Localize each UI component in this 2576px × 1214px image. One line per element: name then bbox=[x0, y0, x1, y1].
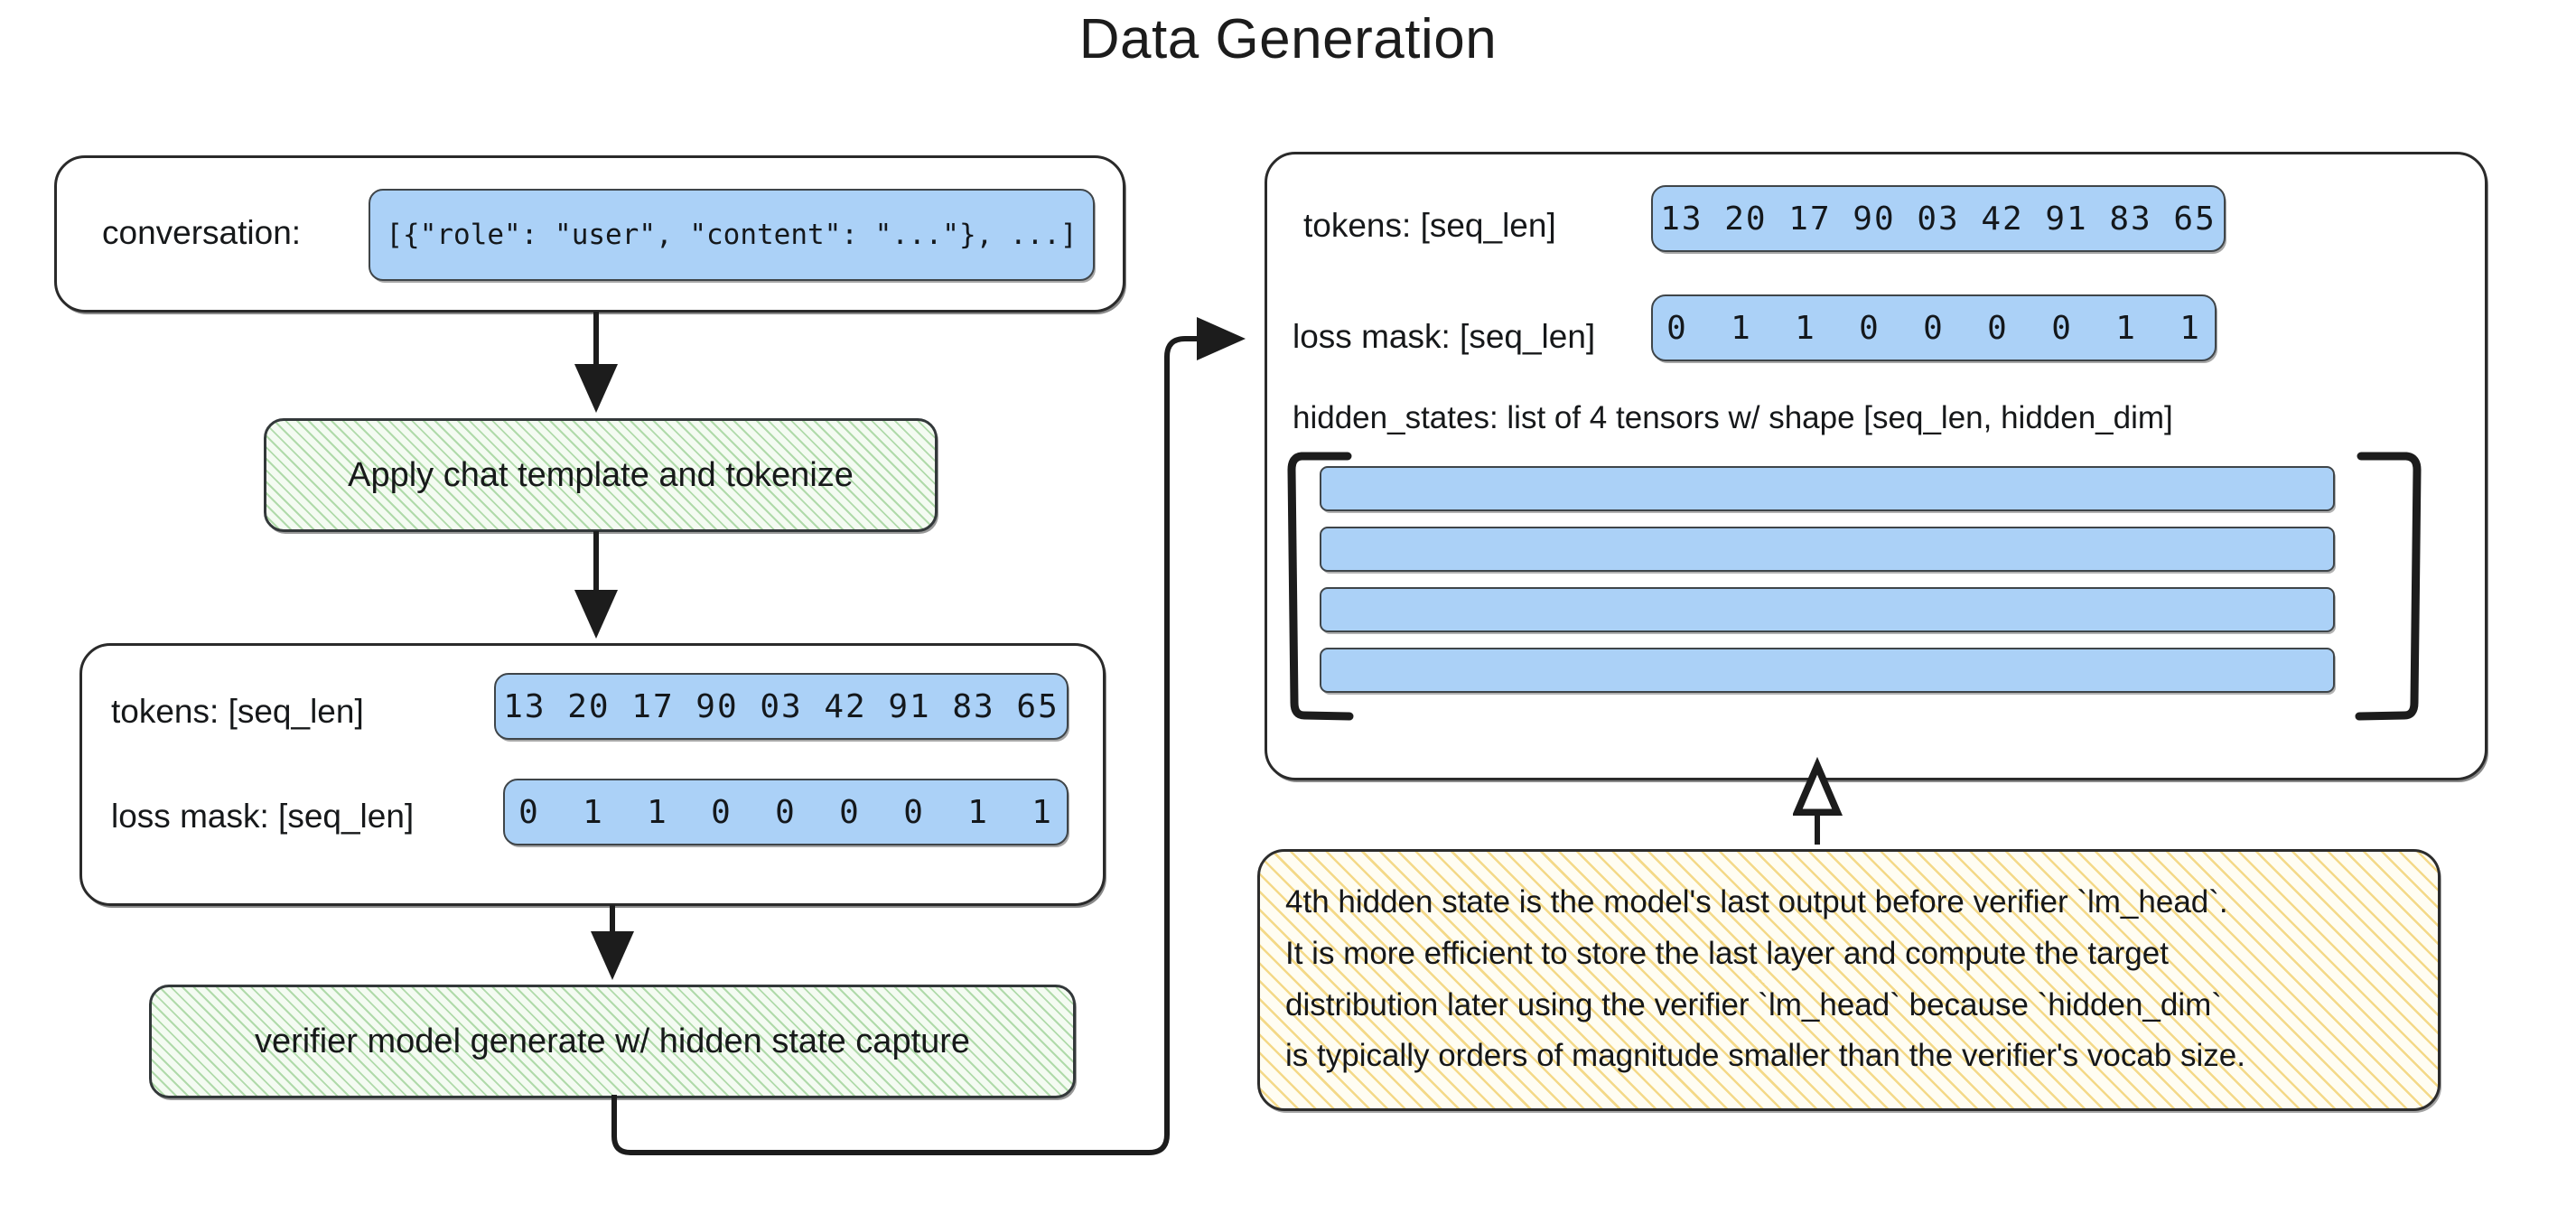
loss-mask-value-chip: 0 1 1 0 0 0 0 1 1 bbox=[503, 779, 1069, 845]
conversation-panel: conversation: [{"role": "user", "content… bbox=[54, 155, 1125, 313]
note-line-1: 4th hidden state is the model's last out… bbox=[1285, 884, 2228, 920]
output-loss-mask-value-chip: 0 1 1 0 0 0 0 1 1 bbox=[1651, 294, 2217, 361]
tokens-label: tokens: [seq_len] bbox=[111, 693, 364, 730]
hidden-state-tensor-bar-1 bbox=[1320, 466, 2335, 511]
conversation-value-chip: [{"role": "user", "content": "..."}, ...… bbox=[369, 189, 1095, 281]
output-record-panel: tokens: [seq_len] 13 20 17 90 03 42 91 8… bbox=[1265, 152, 2487, 780]
output-loss-mask-label: loss mask: [seq_len] bbox=[1293, 318, 1596, 355]
tokens-value-chip: 13 20 17 90 03 42 91 83 65 bbox=[494, 673, 1069, 740]
output-tokens-label: tokens: [seq_len] bbox=[1303, 207, 1556, 244]
hidden-state-tensor-bar-4 bbox=[1320, 648, 2335, 693]
process-apply-chat-template: Apply chat template and tokenize bbox=[264, 418, 938, 532]
loss-mask-label: loss mask: [seq_len] bbox=[111, 798, 415, 835]
hidden-state-tensor-bar-2 bbox=[1320, 527, 2335, 572]
output-tokens-value-chip: 13 20 17 90 03 42 91 83 65 bbox=[1651, 185, 2226, 252]
note-line-3: distribution later using the verifier `l… bbox=[1285, 986, 2222, 1023]
conversation-label: conversation: bbox=[102, 214, 302, 251]
explanatory-note: 4th hidden state is the model's last out… bbox=[1257, 849, 2441, 1111]
tokens-loss-mask-panel: tokens: [seq_len] 13 20 17 90 03 42 91 8… bbox=[79, 643, 1106, 906]
hidden-state-tensor-bar-3 bbox=[1320, 587, 2335, 632]
hidden-states-label: hidden_states: list of 4 tensors w/ shap… bbox=[1293, 400, 2173, 435]
note-line-4: is typically orders of magnitude smaller… bbox=[1285, 1038, 2245, 1074]
page-title: Data Generation bbox=[1078, 8, 1498, 70]
process-verifier-generate: verifier model generate w/ hidden state … bbox=[149, 985, 1076, 1098]
note-line-2: It is more efficient to store the last l… bbox=[1285, 935, 2169, 971]
